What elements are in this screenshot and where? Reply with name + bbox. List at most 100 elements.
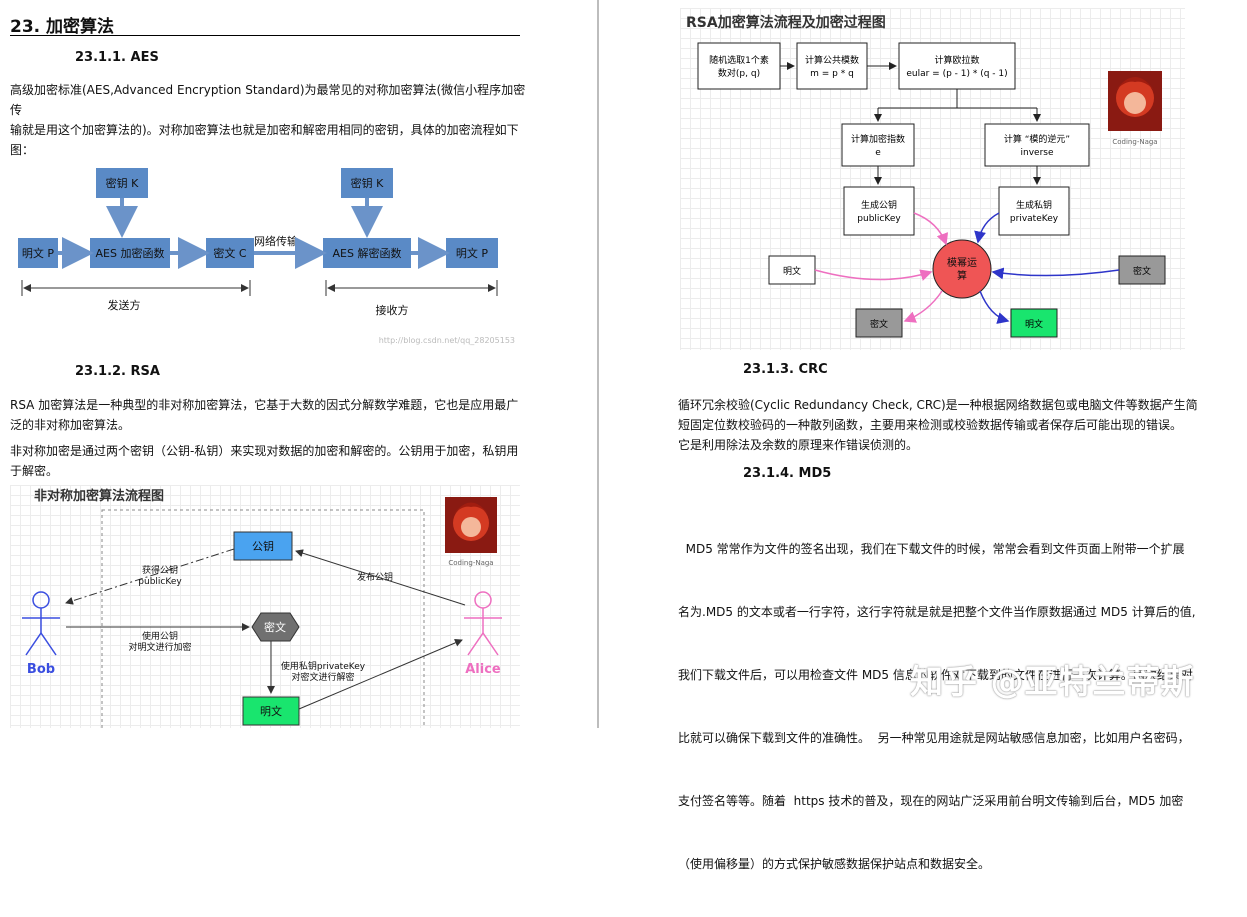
aes-key-label-left: 密钥 K [106, 176, 139, 190]
avatar-caption: Coding-Naga [448, 559, 493, 567]
euler-box [898, 42, 1016, 90]
asymmetric-diagram: 非对称加密算法流程图 Coding-Naga 公钥 密文 明文 [10, 485, 520, 728]
svg-text:privateKey: privateKey [1010, 214, 1059, 224]
aes-encrypt-box [90, 238, 170, 268]
svg-text:明文: 明文 [783, 265, 801, 277]
bob-label: Bob [27, 662, 55, 677]
modexp-to-plain-arrow [979, 290, 1010, 324]
plain-output-box [1010, 308, 1058, 338]
private-key-gen-box [998, 186, 1070, 236]
plain-input-box [768, 255, 816, 285]
aes-network-label: 网络传输 [254, 234, 298, 248]
alice-label: Alice [465, 662, 501, 677]
get-public-key-arrow [65, 548, 235, 605]
rsa-paragraph-2: 非对称加密是通过两个密钥（公钥-私钥）来实现对数据的加密和解密的。公钥用于加密，… [10, 444, 519, 478]
svg-text:inverse: inverse [1021, 148, 1054, 158]
svg-text:publicKey: publicKey [857, 214, 901, 224]
dashed-region [101, 509, 425, 728]
public-key-gen-box [843, 186, 915, 236]
asymmetric-title: 非对称加密算法流程图 [34, 488, 164, 504]
pubkey-to-modexp-arrow [913, 212, 949, 246]
use-pk-label-2: 对明文进行加密 [128, 641, 191, 653]
get-pk-label-2: publicKey [138, 577, 182, 587]
svg-text:e: e [875, 148, 881, 158]
aes-plain-box-right [446, 238, 498, 268]
aes-plain-box-left [18, 238, 58, 268]
md5-heading: 23.1.4. MD5 [743, 466, 832, 481]
modexp-to-cipher-arrow [903, 290, 943, 323]
section-title: 23. 加密算法 [10, 17, 115, 37]
cipher-label: 密文 [264, 620, 286, 634]
plain-to-modexp-arrow [814, 269, 933, 281]
plain-label: 明文 [260, 704, 282, 718]
svg-text:eular = (p - 1) * (q - 1): eular = (p - 1) * (q - 1) [906, 69, 1007, 79]
public-key-box [233, 531, 293, 561]
random-primes-box [697, 42, 781, 90]
svg-text:计算公共模数: 计算公共模数 [805, 54, 859, 66]
aes-decrypt-label: AES 解密函数 [333, 246, 402, 260]
aes-cipher-label: 密文 C [213, 246, 246, 260]
use-sk-label-2: 对密文进行解密 [291, 671, 354, 683]
aes-paragraph: 高级加密标准(AES,Advanced Encryption Standard)… [10, 83, 526, 157]
aes-decrypt-box [323, 238, 411, 268]
modexp-circle [932, 239, 992, 299]
aes-source-url: http://blog.csdn.net/qq_28205153 [379, 336, 515, 345]
svg-text:随机选取1个素: 随机选取1个素 [709, 54, 769, 66]
publish-public-key-arrow [295, 549, 466, 606]
modulus-box [796, 42, 868, 90]
publish-pk-label: 发布公钥 [357, 571, 393, 583]
aes-plain-label-right: 明文 P [456, 246, 488, 260]
svg-text:数对(p, q): 数对(p, q) [718, 67, 760, 79]
right-page: RSA加密算法流程及加密过程图 随机选取1个素 数对(p, q) 计算公共模数 … [600, 0, 1247, 871]
rsa-flow-diagram: RSA加密算法流程及加密过程图 随机选取1个素 数对(p, q) 计算公共模数 … [680, 8, 1185, 350]
left-page: 23. 加密算法 23.1.1. AES 高级加密标准(AES,Advanced… [0, 0, 596, 728]
svg-text:m = p * q: m = p * q [810, 69, 854, 79]
svg-text:明文: 明文 [1025, 318, 1043, 330]
rsa-flow-title: RSA加密算法流程及加密过程图 [686, 14, 886, 31]
privkey-to-modexp-arrow [974, 212, 1000, 244]
aes-cipher-box [206, 238, 254, 268]
aes-plain-label-left: 明文 P [22, 246, 54, 260]
md5-paragraph: MD5 常常作为文件的签名出现，我们在下载文件的时候，常常会看到文件页面上附带一… [678, 542, 1196, 871]
aes-diagram: 密钥 K 密钥 K 明文 P AES 加密函数 密文 C 网络传输 AES 解密… [18, 168, 515, 345]
use-pk-label-1: 使用公钥 [142, 630, 178, 642]
alice-figure [464, 591, 502, 656]
svg-text:模幂运: 模幂运 [947, 257, 977, 269]
cipher-to-modexp-arrow [991, 267, 1120, 280]
rsa-paragraph-1: RSA 加密算法是一种典型的非对称加密算法，它基于大数的因式分解数学难题，它也是… [10, 398, 519, 432]
svg-text:计算 “模的逆元”: 计算 “模的逆元” [1004, 133, 1070, 145]
aes-key-box-right [341, 168, 393, 198]
use-sk-label-1: 使用私钥privateKey [281, 660, 366, 672]
encrypt-exponent-box [841, 123, 915, 167]
cipher-output-box [855, 308, 903, 338]
aes-key-box-left [96, 168, 148, 198]
avatar-image [445, 497, 497, 553]
cipher-input-box [1118, 255, 1166, 285]
svg-text:算: 算 [957, 269, 967, 282]
aes-key-label-right: 密钥 K [351, 176, 384, 190]
zhihu-watermark: 知乎 @亚特兰蒂斯 [910, 662, 1195, 701]
aes-receiver-label: 接收方 [376, 303, 409, 317]
aes-heading: 23.1.1. AES [75, 50, 159, 65]
avatar-image [1108, 71, 1162, 131]
title-rule [10, 35, 520, 36]
cipher-hexagon [251, 612, 300, 642]
bob-figure [22, 591, 60, 656]
page-divider [597, 0, 599, 728]
mod-inverse-box [984, 123, 1090, 167]
svg-text:生成私钥: 生成私钥 [1016, 199, 1052, 211]
get-pk-label-1: 获得公钥 [142, 564, 178, 576]
svg-text:计算加密指数: 计算加密指数 [851, 133, 905, 145]
avatar-caption: Coding-Naga [1112, 138, 1157, 146]
svg-text:生成公钥: 生成公钥 [861, 199, 897, 211]
deliver-to-alice-arrow [298, 639, 463, 710]
crc-heading: 23.1.3. CRC [743, 362, 828, 377]
crc-paragraph: 循环冗余校验(Cyclic Redundancy Check, CRC)是一种根… [678, 398, 1198, 452]
svg-text:计算欧拉数: 计算欧拉数 [934, 54, 979, 66]
svg-text:密文: 密文 [870, 318, 888, 330]
public-key-label: 公钥 [252, 539, 274, 553]
rsa-heading: 23.1.2. RSA [75, 364, 160, 379]
svg-text:密文: 密文 [1133, 265, 1151, 277]
plain-box [242, 696, 300, 726]
aes-sender-label: 发送方 [108, 298, 141, 312]
